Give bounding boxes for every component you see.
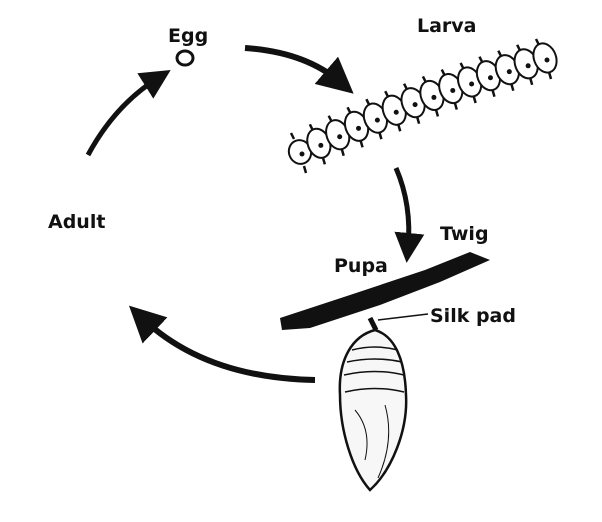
twig-branch [454,254,470,270]
larva-leg [308,123,327,165]
larva-spot [506,69,512,75]
arrow-egg-to-larva [244,45,354,94]
larva-leg [384,90,402,132]
larva-spot [450,88,456,94]
arrow-adult-to-egg [85,70,171,157]
larva-leg [478,56,496,98]
larva-leg [289,132,308,174]
silk-pad-pointer [377,313,429,321]
larva-leg [365,98,383,140]
larva-spot [318,142,324,148]
label-twig: Twig [440,223,489,245]
larva-leg [346,106,364,148]
larva-leg [327,115,345,157]
larva-leg [534,38,553,80]
larva-spot [525,63,531,69]
larva-spot [544,57,550,63]
larva-spot [431,94,437,100]
larva-leg [459,62,477,104]
label-egg: Egg [168,25,208,47]
larva-spot [487,75,493,81]
larva-caterpillar [287,38,558,174]
larva-spot [356,125,362,131]
egg-shape [175,49,195,67]
label-pupa: Pupa [334,255,388,277]
larva-spot [299,151,305,157]
arrow-larva-to-pupa [393,167,425,263]
larva-leg [497,50,515,92]
larva-spot [469,81,475,87]
larva-spot [374,117,380,123]
pupa-chrysalis [338,316,408,492]
label-adult: Adult [48,211,105,233]
larva-spot [393,109,399,115]
larva-leg [421,75,440,117]
arrow-pupa-to-adult [128,305,316,383]
larva-leg [440,68,458,110]
larva-leg [516,44,534,86]
larva-leg [402,83,421,125]
label-larva: Larva [417,15,477,37]
larva-spot [337,134,343,140]
twig [280,252,490,330]
larva-spot [412,102,418,108]
label-silk-pad: Silk pad [430,305,516,327]
